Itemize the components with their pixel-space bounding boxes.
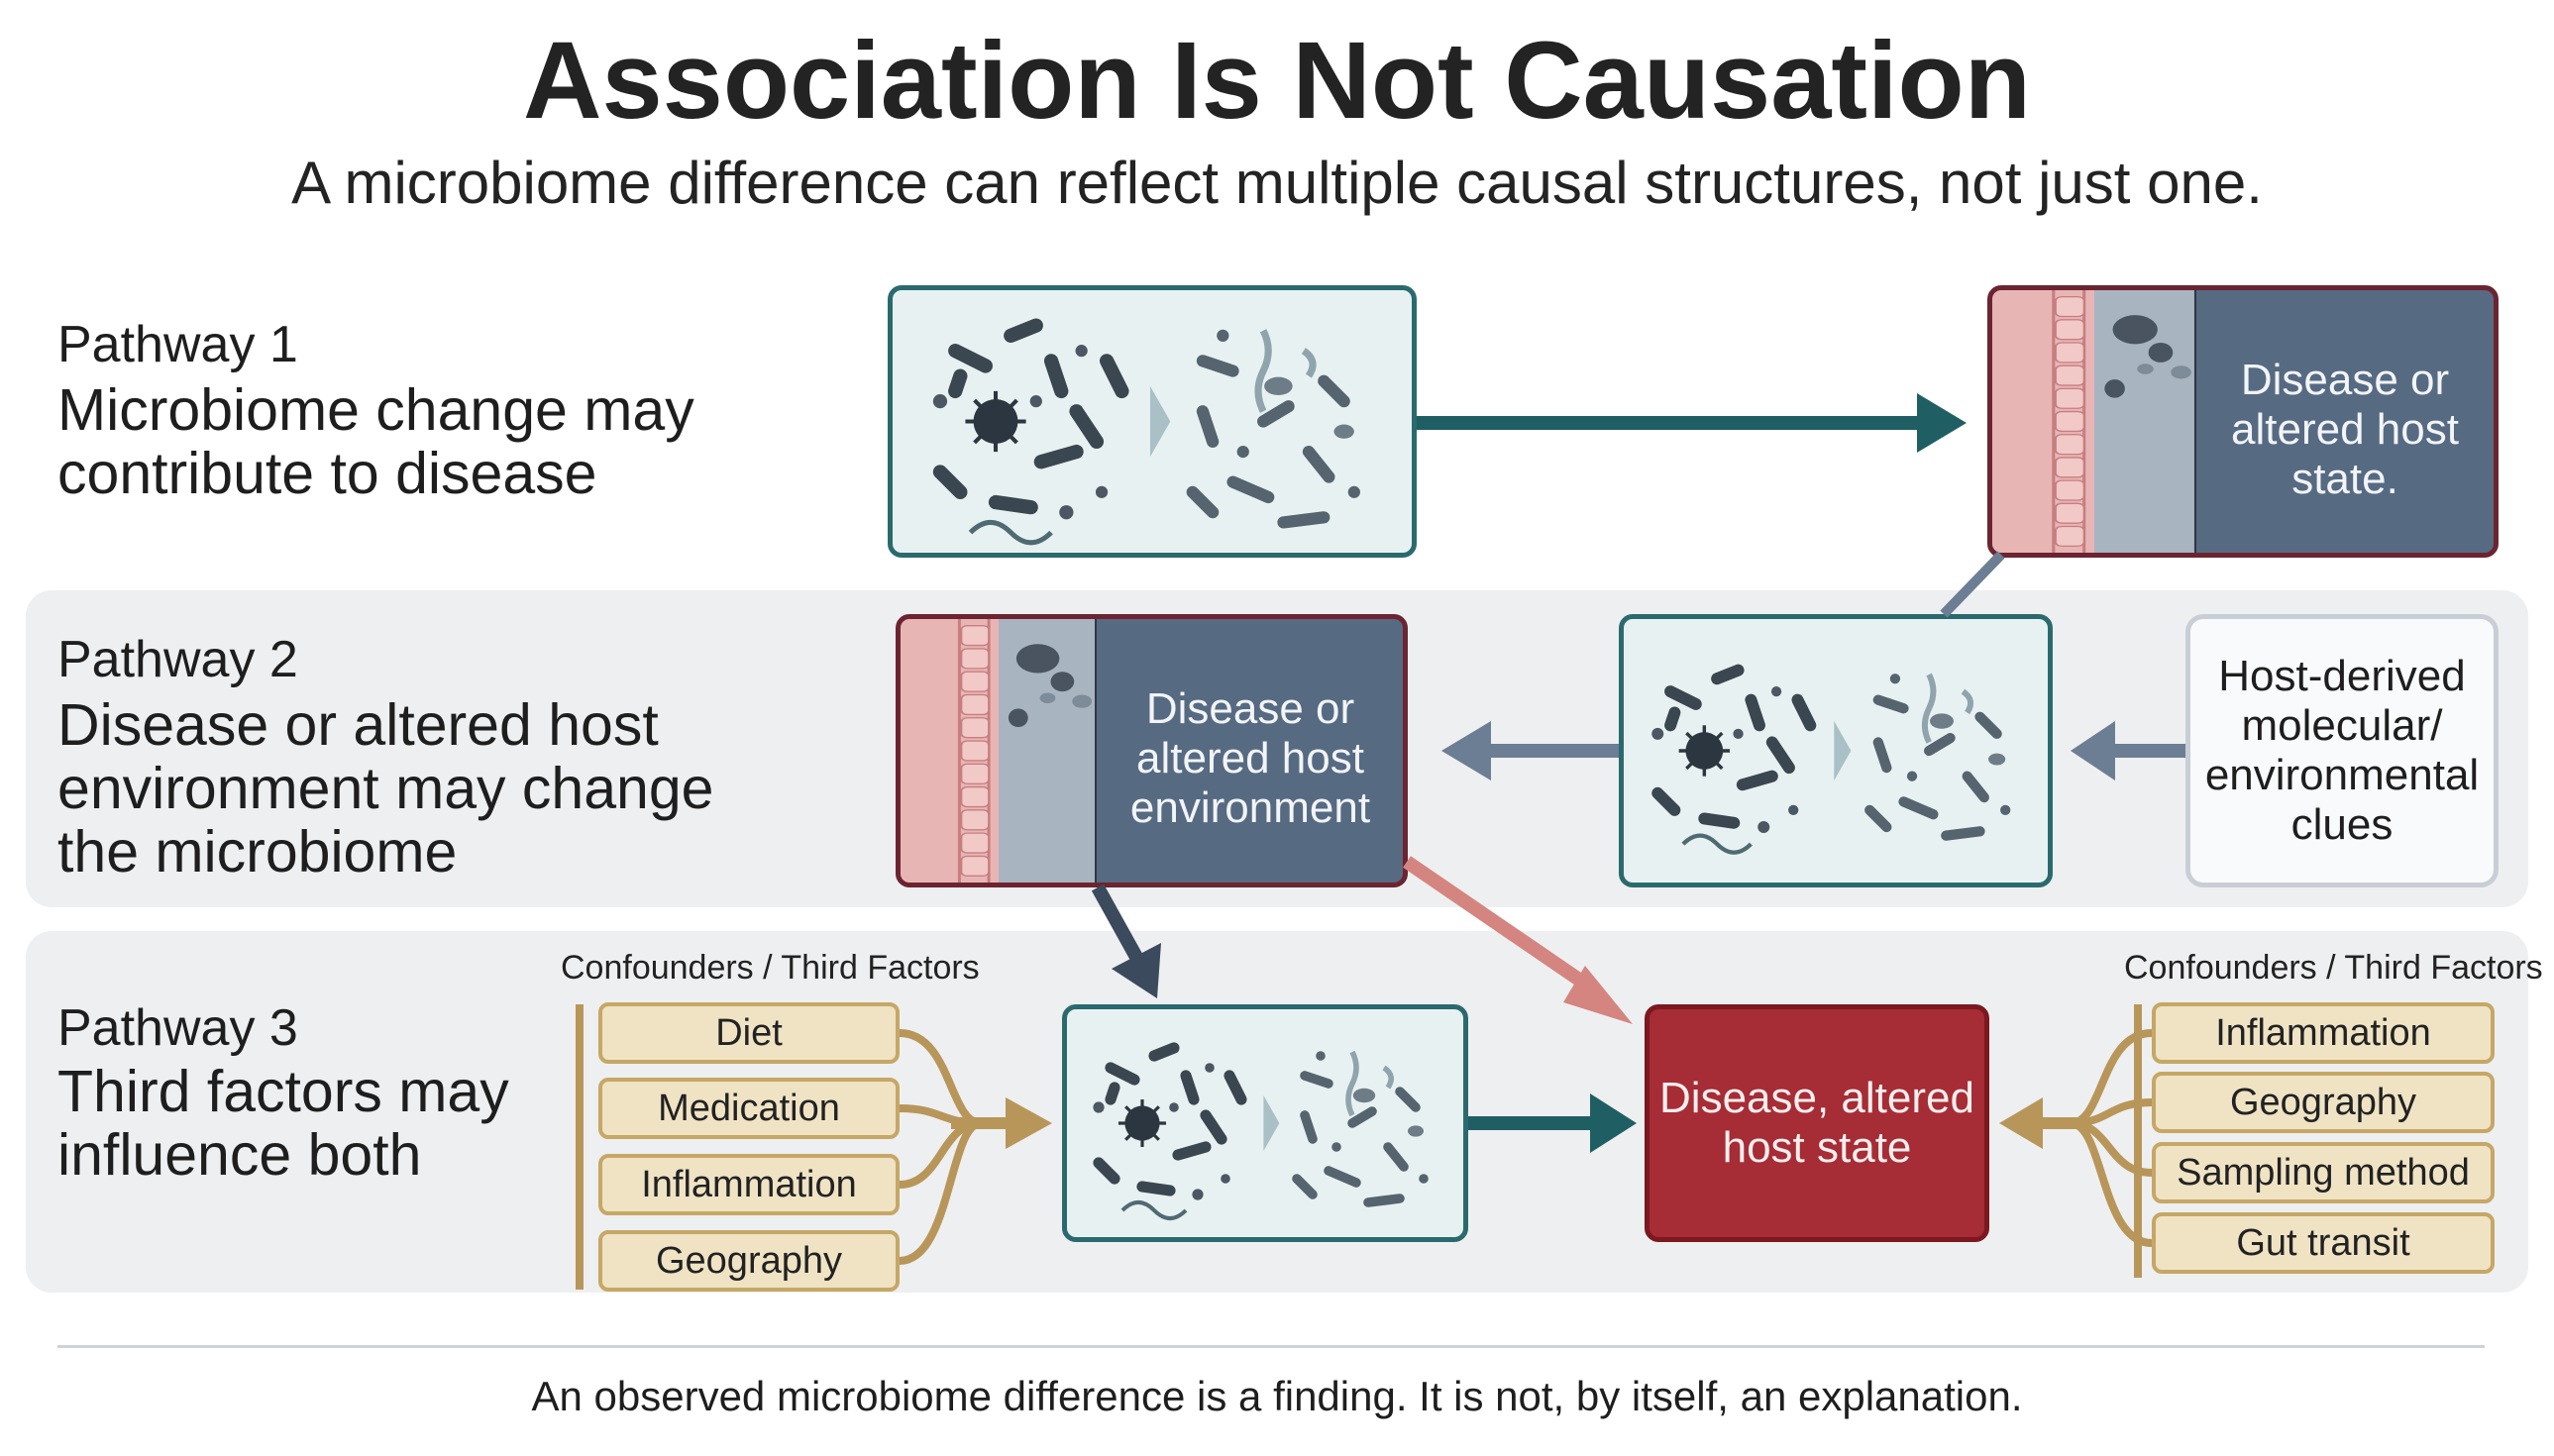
- arrow-icon: [1417, 393, 1967, 453]
- pathway-3-disease-box: Disease, altered host state: [1645, 1004, 1989, 1242]
- confounders-right-heading: Confounders / Third Factors: [2124, 949, 2543, 987]
- pathway-1-text: Microbiome change may contribute to dise…: [57, 377, 694, 506]
- confounder-right-4: Gut transit: [2152, 1212, 2495, 1274]
- footer-note: An observed microbiome difference is a f…: [531, 1373, 2023, 1419]
- pathway-1-host-label: Disease or altered host state.: [2231, 356, 2459, 503]
- confounder-left-2: Medication: [598, 1078, 900, 1139]
- page-title: Association Is Not Causation: [523, 20, 2031, 142]
- pathway-2-host-label: Disease or altered host environment: [1129, 684, 1371, 832]
- microbe-cluster-icon: [893, 290, 1412, 553]
- pathway-2-host-box: Disease or altered host environment: [896, 614, 1408, 887]
- pathway-1-number: Pathway 1: [57, 316, 298, 373]
- pathway-1-host-box: Disease or altered host state.: [1987, 285, 2499, 558]
- pathway-2-number: Pathway 2: [57, 631, 298, 688]
- host-tissue-icon: [901, 619, 1097, 883]
- confounder-right-2: Geography: [2152, 1072, 2495, 1133]
- confounder-right-3: Sampling method: [2152, 1142, 2495, 1203]
- confounder-left-1: Diet: [598, 1002, 900, 1064]
- pathway-2-text: Disease or altered host environment may …: [57, 692, 714, 884]
- host-tissue-icon: [1992, 290, 2196, 553]
- host-clues-box: Host-derived molecular/ environmental cl…: [2185, 614, 2499, 887]
- microbe-cluster-icon: [1067, 1009, 1463, 1237]
- footer-divider: [57, 1345, 2485, 1348]
- confounder-right-1: Inflammation: [2152, 1002, 2495, 1064]
- pathway-3-number: Pathway 3: [57, 999, 298, 1057]
- confounders-left-heading: Confounders / Third Factors: [561, 949, 980, 987]
- pathway-3-text: Third factors may influence both: [57, 1059, 509, 1188]
- pathway-3-microbiome-box: [1062, 1004, 1468, 1242]
- page-subtitle: A microbiome difference can reflect mult…: [291, 150, 2263, 216]
- confounder-left-4: Geography: [598, 1230, 900, 1292]
- microbe-cluster-icon: [1624, 619, 2048, 883]
- confounder-left-3: Inflammation: [598, 1154, 900, 1215]
- pathway-1-microbiome-box: [888, 285, 1417, 558]
- pathway-2-microbiome-box: [1619, 614, 2053, 887]
